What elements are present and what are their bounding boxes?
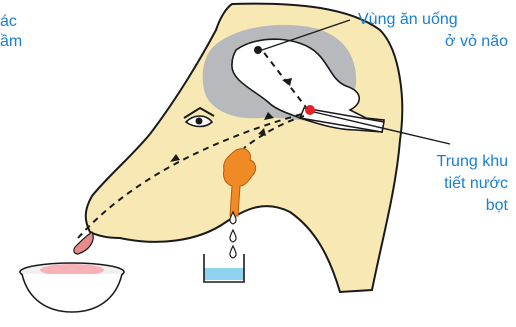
cortex-dot	[254, 46, 262, 54]
tongue-icon	[74, 232, 93, 254]
food-bowl-icon	[20, 263, 124, 312]
taste-area-label-2: ở vỏ não	[445, 32, 508, 52]
center-label-3: bọt	[486, 196, 508, 216]
center-label-2: tiết nước	[444, 174, 508, 194]
salivation-center-dot	[305, 105, 315, 115]
left-fragment-label-2: ầm	[0, 32, 22, 52]
left-fragment-label-1: ác	[0, 12, 17, 32]
center-label-1: Trung khu	[437, 152, 508, 172]
saliva-drop-icon	[230, 212, 236, 258]
beaker-icon	[204, 254, 244, 282]
taste-area-label-1: Vùng ăn uống	[358, 10, 458, 30]
